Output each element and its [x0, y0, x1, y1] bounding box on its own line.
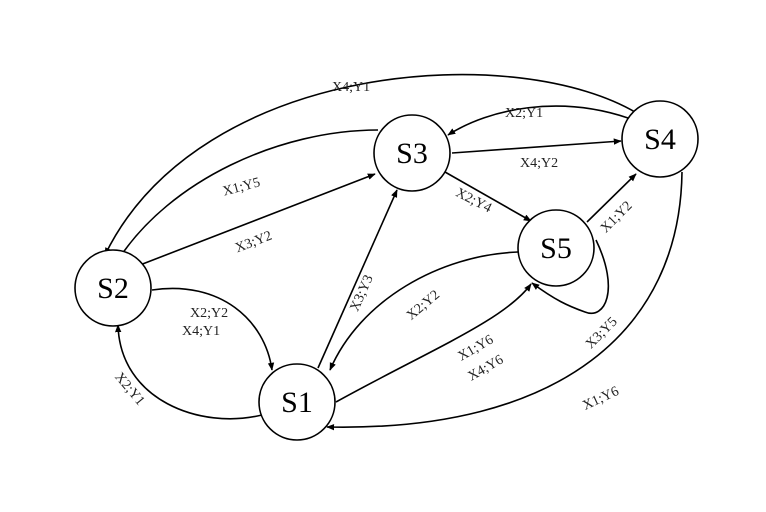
- edge-s4-s3: [447, 105, 629, 136]
- edge-label-s5-s5: X3;Y5: [583, 314, 621, 352]
- edge-label-s3-s5: X2;Y4: [453, 186, 494, 217]
- edge-s2-s1: [151, 287, 275, 371]
- node-label-s5: S5: [540, 232, 572, 265]
- edge-s3-s5: [444, 171, 532, 222]
- edge-s1-s2: [115, 324, 263, 420]
- node-s3: S3: [373, 114, 451, 192]
- edge-s4-s2: [104, 73, 641, 256]
- node-label-s2: S2: [97, 272, 129, 305]
- edge-s1-s3: [317, 189, 398, 369]
- node-label-s1: S1: [281, 386, 313, 419]
- edge-label-s2-s1-b: X4;Y1: [182, 324, 220, 339]
- node-s1: S1: [258, 363, 336, 441]
- edge-label-s2-s1-a: X2;Y2: [190, 306, 228, 321]
- edge-label-s4-s3: X2;Y1: [505, 106, 543, 121]
- edge-s5-s1: [329, 251, 519, 371]
- edge-label-s5-s1: X2;Y2: [404, 288, 443, 324]
- edge-s3-s4: [451, 138, 622, 154]
- edge-label-s3-s2: X1;Y5: [221, 175, 262, 199]
- node-s5: S5: [517, 209, 595, 287]
- node-s2: S2: [74, 249, 152, 327]
- edge-label-s3-s4: X4;Y2: [520, 156, 558, 171]
- edge-label-s2-s3: X3;Y2: [233, 229, 274, 257]
- edge-s5-s5: [531, 239, 610, 315]
- node-s4: S4: [621, 100, 699, 178]
- edge-s3-s2: [117, 129, 379, 261]
- edge-s2-s3: [139, 173, 376, 266]
- node-label-s4: S4: [644, 123, 676, 156]
- node-label-s3: S3: [396, 137, 428, 170]
- edge-label-s5-s4: X1;Y2: [598, 199, 636, 237]
- edge-s1-s5: [335, 283, 532, 403]
- edge-label-s4-s1: X1;Y6: [580, 384, 621, 414]
- edge-label-s4-s2: X4;Y1: [332, 80, 370, 95]
- edge-label-s1-s2: X2;Y1: [111, 370, 147, 409]
- edge-s5-s4: [586, 173, 637, 223]
- edge-s4-s1: [326, 171, 683, 431]
